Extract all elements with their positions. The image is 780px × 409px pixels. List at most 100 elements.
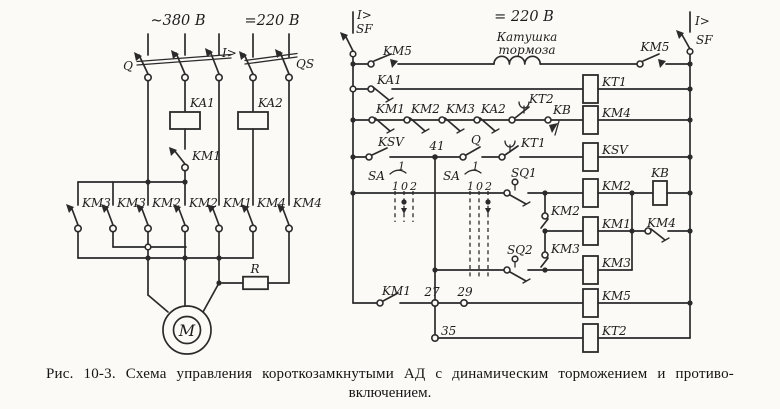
coil-km1 [582,216,599,246]
ka1-contact-label: KA1 [376,73,402,87]
ac-supply-label: ~380 В [150,13,205,29]
branch-contact-label: KM4 [292,196,322,210]
sa1-selector-label: 1 [398,160,405,173]
row-ksv: KSV 41 Q KT1 KSV [350,133,693,172]
kb-contact-label: KB [552,103,571,117]
sa-switch-2: SA 1 1 0 2 [443,160,492,278]
sa1-pos2-label: 2 [409,180,417,193]
brake-coil-label-2: тормоза [498,43,555,57]
switch-qs: QS [239,49,314,82]
switch-q: Q [123,48,232,82]
row-brake-coil: KM5 = 220 В Катушка тормоза KM5 [350,9,693,68]
node-29-label: 29 [456,285,473,299]
coil-kt2 [582,323,599,353]
control-supply-label: = 220 В [494,9,554,25]
row-km3: SQ2 KM3 [432,243,633,285]
km1-no-label: KM1 [381,284,411,298]
sq2-contact: SQ2 [503,243,533,284]
coil-ka2 [237,111,269,130]
power-circuit: ~380 В =220 В I> Q [66,13,322,355]
kt2-contact-label: KT2 [528,92,554,106]
coil-km1-label: KM1 [601,217,631,231]
q-contact-label: Q [471,133,481,147]
coil-kt1-label: KT1 [601,75,627,89]
node-41-label: 41 [428,139,444,153]
motor-label: M [178,321,196,340]
breaker-left-label: SF [356,22,373,36]
row-km2: SA 1 1 0 2 SA 1 1 0 2 [350,160,693,278]
km4-nc-label: KM4 [646,216,676,230]
km2-nc-label: KM2 [410,102,440,116]
breaker-right-overcurrent-label: I> [694,14,710,28]
node-35-label: 35 [441,324,456,338]
row-kt1: KA1 KT1 [349,73,693,104]
coil-kt1 [582,74,599,104]
sa2-pos2-label: 2 [484,180,492,193]
km5-left-contact-label: KM5 [382,44,412,58]
sq1-contact: SQ1 [503,166,537,207]
control-circuit: I> SF I> SF KM5 = 220 В Катушка то [340,8,713,353]
overcurrent-label: I> [221,46,237,60]
coil-ksv [582,142,599,172]
sa-switch-1: SA 1 1 0 2 [368,160,417,222]
coil-km3-label: KM3 [601,256,631,270]
sa1-pos1-label: 1 [392,180,399,193]
interlock-km2-label: KM2 [550,204,580,218]
kt1-contact-label: KT1 [520,136,546,150]
row-km1: KM1 KM4 [542,192,693,271]
coil-kb [652,180,668,206]
figure-caption: Рис. 10-3. Схема управления короткозамкн… [0,365,780,403]
breaker-sf-left: I> SF [340,8,373,58]
supply-lines [147,33,290,58]
branch-contact-label: KM2 [151,196,181,210]
resistor-r: R [216,262,290,291]
resistor-label: R [249,262,259,276]
sa2-label: SA [443,169,460,183]
schematic-figure: ~380 В =220 В I> Q [66,8,713,355]
coil-kb-label: KB [650,166,669,180]
coil-kt2-label: KT2 [601,324,627,338]
branch-contacts: KM3 KM3 KM2 KM2 KM1 KM4 KM4 [66,196,322,233]
row-km4: KM1 KM2 KM3 KA2 KT2 KB KM4 [350,92,693,136]
row-km5: KM1 27 29 KM5 [352,284,693,318]
brake-coil-inductor [493,55,542,65]
breaker-sf-right: I> SF [676,11,713,56]
switch-q-label: Q [123,59,133,73]
contact-km1-main: KM1 [169,147,221,206]
coil-km4 [582,105,599,135]
coil-km5-label: KM5 [601,289,631,303]
coil-ka1 [169,111,201,130]
caption-line-2: включением. [348,385,432,401]
coil-ka1-label: KA1 [189,96,215,110]
motor: M [147,282,220,355]
km1-nc-label: KM1 [375,102,405,116]
row-kt2: KT2 [437,323,691,353]
interlock-km3: KM3 [540,232,580,268]
interlock-km2: KM2 [540,194,580,229]
sa1-pos0-label: 0 [401,180,408,193]
sa2-selector-label: 1 [472,160,479,173]
sa1-label: SA [368,169,385,183]
coil-ksv-label: KSV [601,143,629,157]
node-27-label: 27 [423,285,440,299]
sa2-pos1-label: 1 [467,180,474,193]
switch-qs-label: QS [296,57,314,71]
interlock-km3-label: KM3 [550,242,580,256]
coil-km3 [582,255,599,285]
km3-nc-label: KM3 [445,102,475,116]
coil-km2 [582,178,599,208]
breaker-left-overcurrent-label: I> [356,8,372,22]
coil-ka2-label: KA2 [257,96,283,110]
brake-coil-label-1: Катушка [496,30,557,44]
ka2-nc-label: KA2 [480,102,506,116]
km5-right-contact-label: KM5 [640,40,670,54]
ksv-contact-label: KSV [377,135,405,149]
contact-km1-main-label: KM1 [191,149,221,163]
coil-km2-label: KM2 [601,179,631,193]
sq2-label: SQ2 [507,243,533,257]
dc-supply-label: =220 В [244,13,299,29]
coil-km4-label: KM4 [601,106,631,120]
breaker-right-label: SF [696,33,713,47]
coil-km5 [582,288,599,318]
sa2-pos0-label: 0 [476,180,483,193]
